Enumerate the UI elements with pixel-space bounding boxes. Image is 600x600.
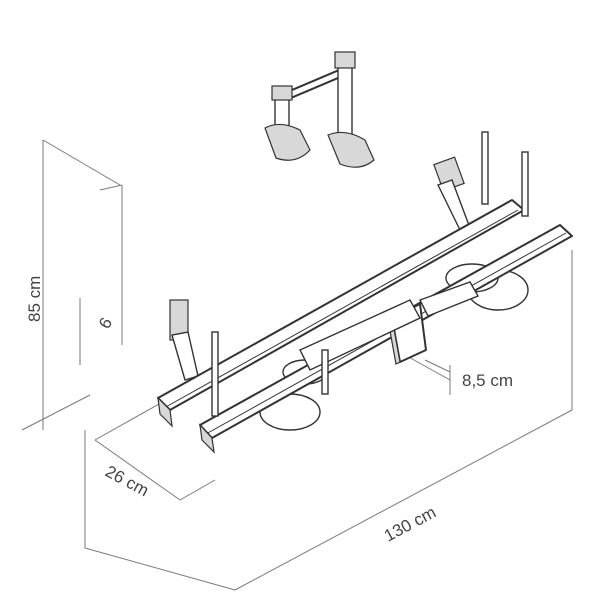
rail-back-end — [157, 396, 173, 428]
right-leg — [437, 179, 471, 231]
cross-member — [299, 299, 421, 371]
cross-bar-fill — [281, 67, 349, 101]
dim-small-top-ext — [99, 184, 123, 191]
label-height-small: 6 — [95, 314, 116, 332]
label-width: 130 cm — [381, 503, 439, 546]
arch-frame — [169, 45, 471, 381]
post-mid — [321, 349, 329, 395]
dim-depth-line — [94, 439, 181, 501]
dim-width-line — [234, 409, 573, 591]
center-mount — [299, 281, 480, 371]
rail-back-groove — [163, 209, 519, 409]
rail-front-end — [199, 423, 215, 454]
post-back-right — [481, 131, 489, 205]
label-depth: 26 cm — [102, 462, 152, 501]
clamp-right-cap — [334, 51, 356, 69]
clamp-right-head — [327, 131, 375, 168]
cross-member-right — [419, 281, 480, 317]
clamp-left-head — [264, 123, 311, 161]
clamp-left-cap — [271, 85, 293, 101]
dim-width-left — [84, 547, 236, 591]
clamp-right-post — [337, 59, 353, 136]
dim-offset-top — [404, 354, 451, 381]
clamps — [264, 51, 375, 168]
dim-height-bottom-ext — [21, 394, 91, 431]
dim-depth-ext-right — [179, 479, 216, 501]
label-offset: 8,5 cm — [462, 371, 513, 390]
left-leg — [171, 331, 199, 381]
post-back-left — [211, 331, 219, 417]
dim-height-top-ext — [42, 139, 121, 186]
rail-posts — [211, 131, 529, 417]
post-front-right — [521, 151, 529, 217]
dimension-lines — [21, 139, 573, 591]
label-height-total: 85 cm — [25, 276, 44, 322]
dim-offset-mid — [424, 359, 451, 373]
